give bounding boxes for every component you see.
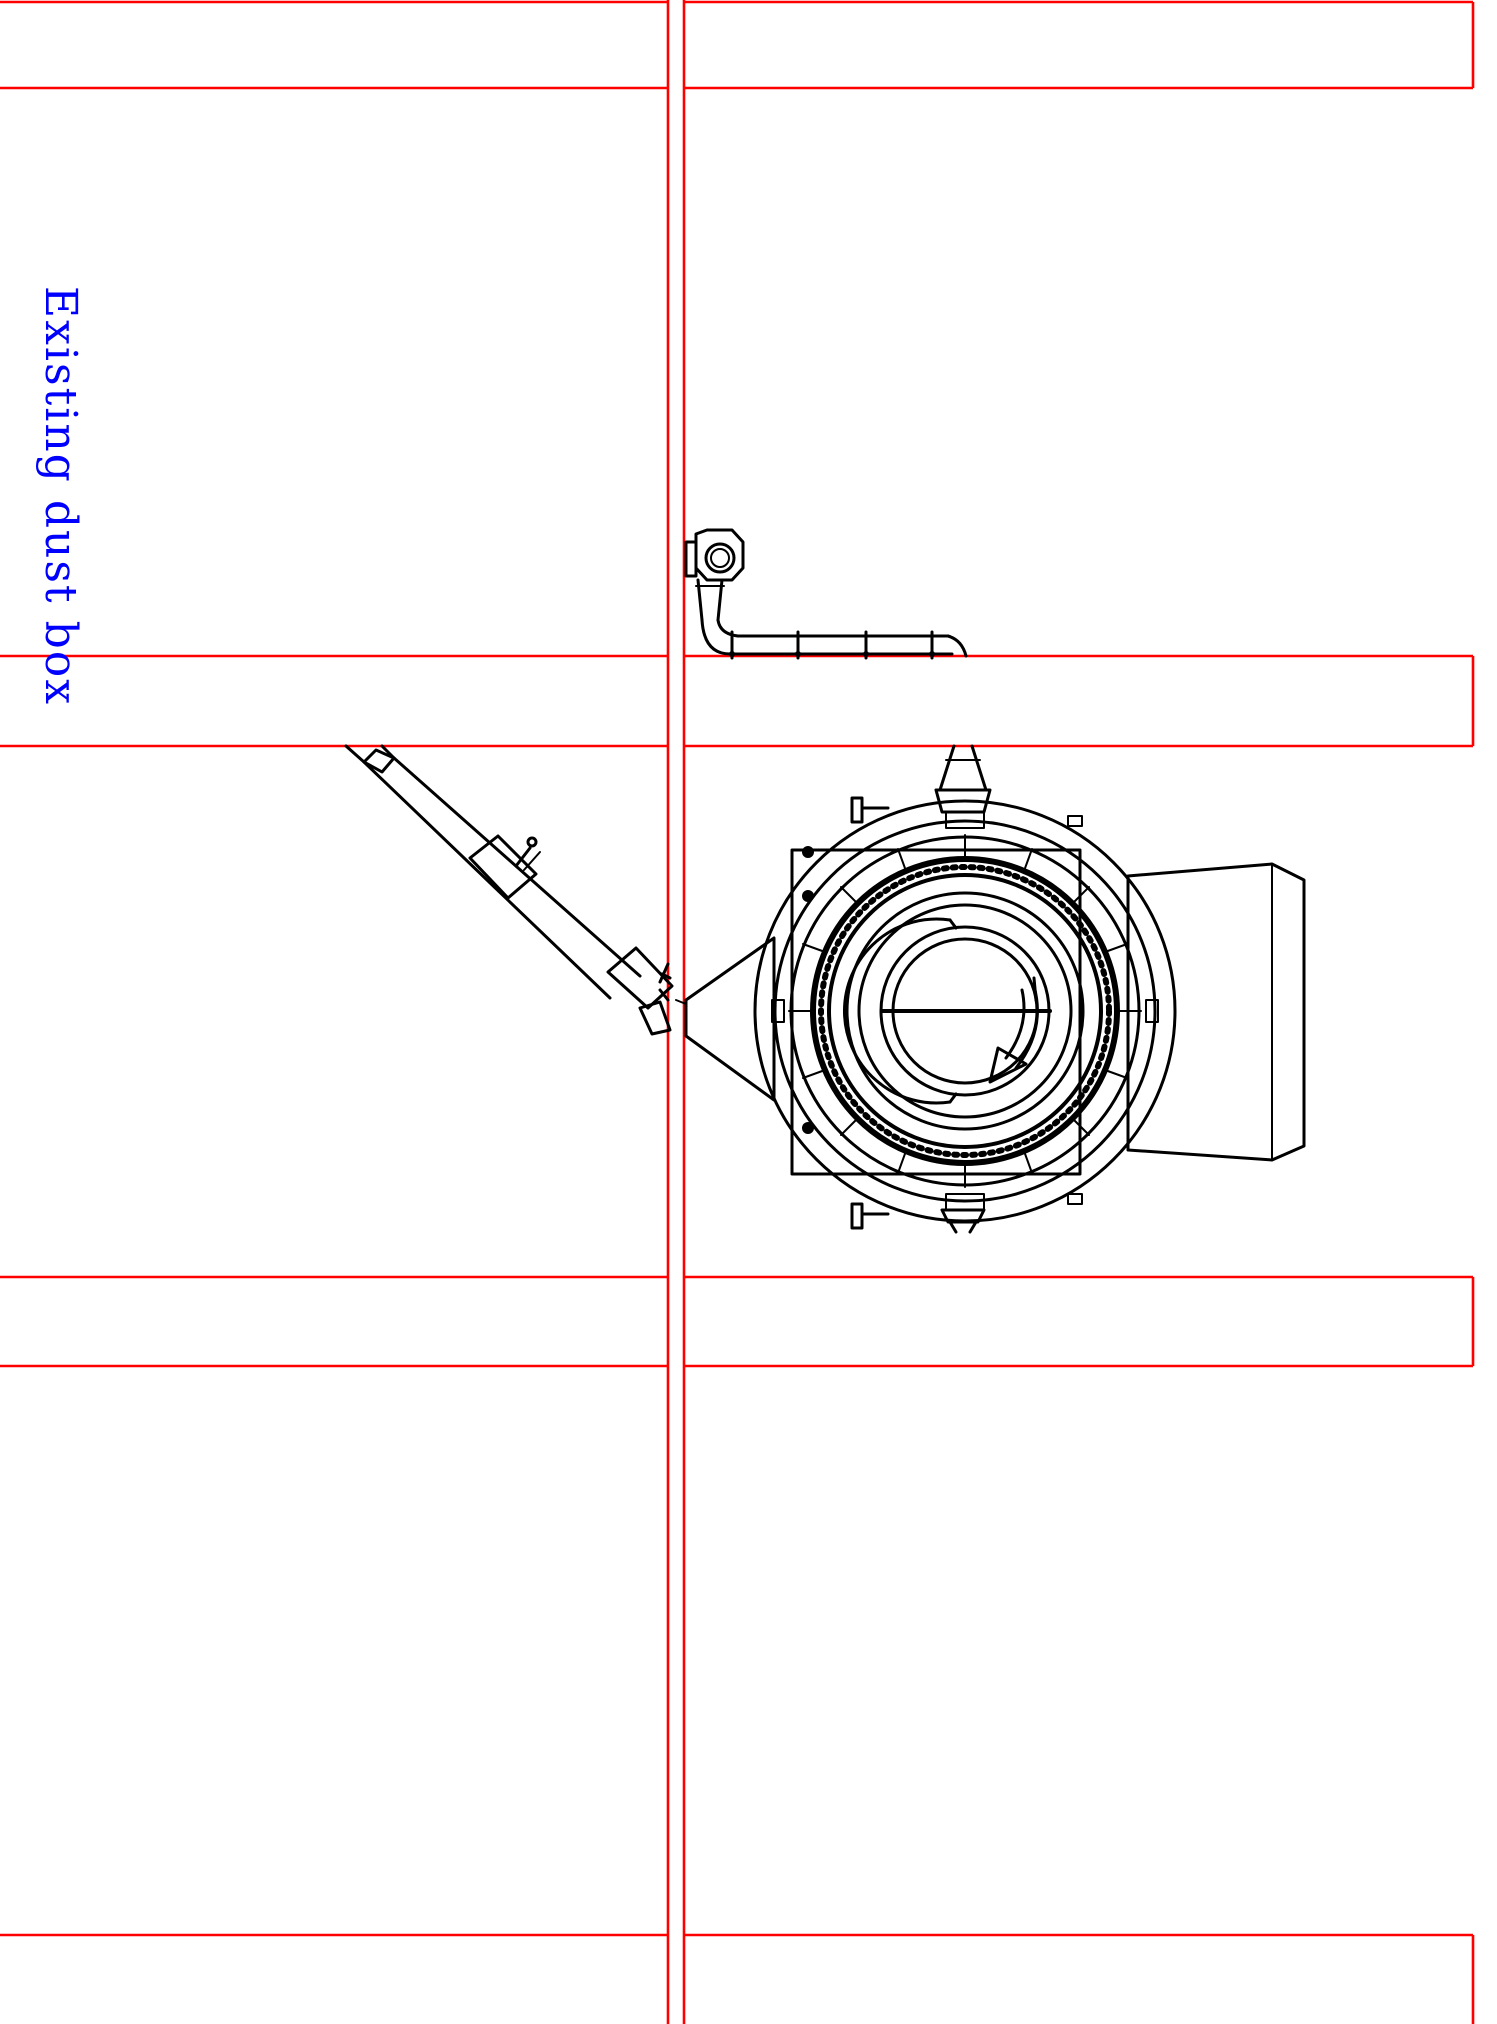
bottom-outlet-nozzle: [940, 1208, 986, 1234]
diagonal-duct: [344, 744, 674, 1036]
duct-sleeve-1: [468, 834, 538, 900]
mounting-feet: [850, 796, 890, 1230]
rotation-arrow-icon: [988, 976, 1039, 1084]
dust-box-label: Existing dust box: [35, 286, 86, 706]
top-inlet-nozzle: [934, 744, 992, 814]
upper-pipe-assembly: [684, 528, 968, 660]
gear-teeth-ring: [818, 864, 1112, 1158]
beam-band-3: [0, 1275, 1475, 1368]
beam-band-top: [0, 0, 1475, 90]
drum-spokes: [788, 834, 1142, 1188]
beam-band-bottom: [0, 1933, 1475, 2024]
flange-bore: [704, 542, 736, 574]
rotary-unit: [675, 744, 1306, 1234]
beam-band-2: [0, 654, 1475, 748]
octagon-flange: [694, 528, 745, 582]
duct-sleeve-2: [606, 946, 674, 1010]
